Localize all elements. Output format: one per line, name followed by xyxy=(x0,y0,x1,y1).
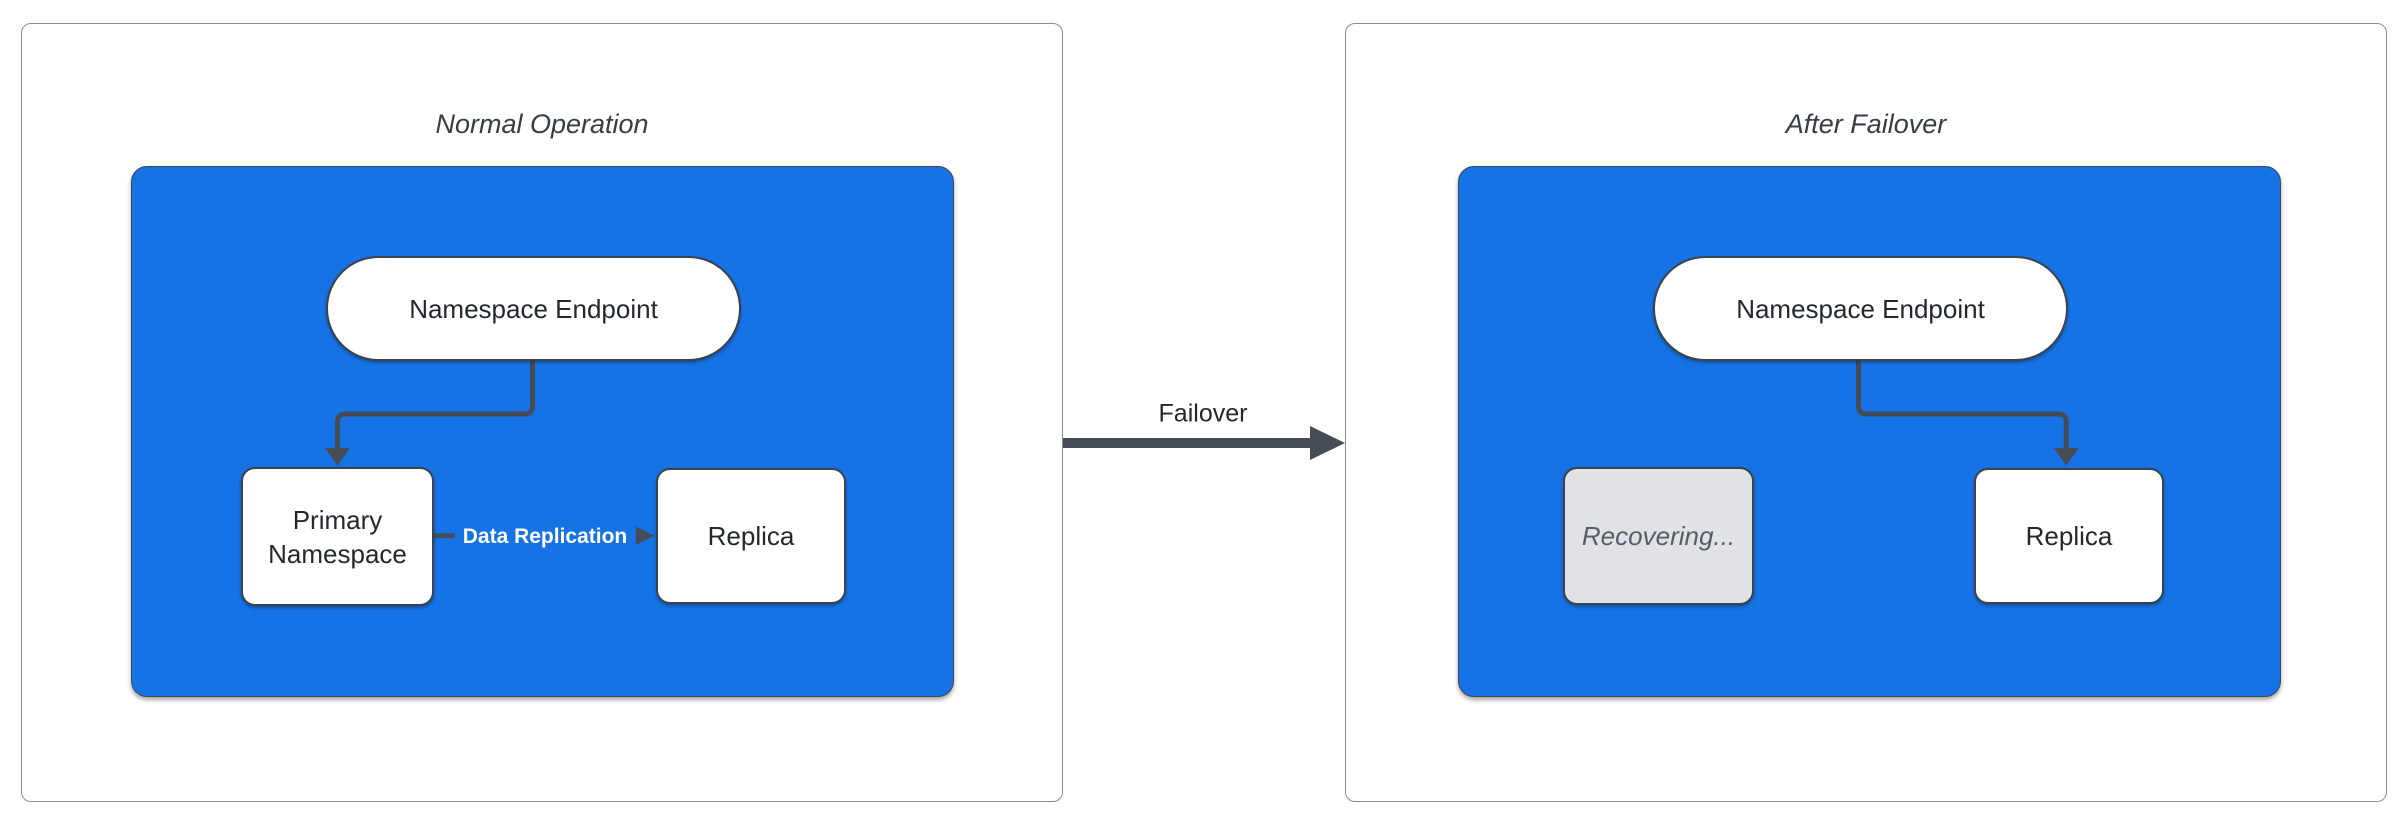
cluster-box xyxy=(131,166,954,697)
node-namespace-endpoint: Namespace Endpoint xyxy=(326,256,741,361)
node-replica: Replica xyxy=(1974,468,2164,604)
node-replica: Replica xyxy=(656,468,846,604)
panel-title: Normal Operation xyxy=(435,109,649,139)
failover-arrow-shaft xyxy=(1063,438,1313,448)
node-primary-namespace: Primary Namespace xyxy=(241,467,434,606)
node-recovering: Recovering... xyxy=(1563,467,1754,605)
node-label: Replica xyxy=(707,521,795,551)
node-namespace-endpoint: Namespace Endpoint xyxy=(1653,256,2068,361)
failover-label: Failover xyxy=(1158,399,1248,428)
failover-arrowhead-icon xyxy=(1310,426,1345,460)
panel-after-failover: After Failover Namespace Endpoint Recove… xyxy=(1345,23,2387,802)
panel-title: After Failover xyxy=(1785,109,1947,139)
node-label: Primary Namespace xyxy=(268,504,407,569)
node-label: Namespace Endpoint xyxy=(1736,293,1985,324)
panel-normal-operation: Normal Operation Namespace Endpoint Prim… xyxy=(21,23,1063,802)
node-label: Replica xyxy=(2025,521,2113,551)
edge-label-data-replication: Data Replication xyxy=(454,522,636,552)
node-label: Namespace Endpoint xyxy=(409,293,658,324)
cluster-box xyxy=(1458,166,2281,697)
node-label: Recovering... xyxy=(1581,521,1736,551)
